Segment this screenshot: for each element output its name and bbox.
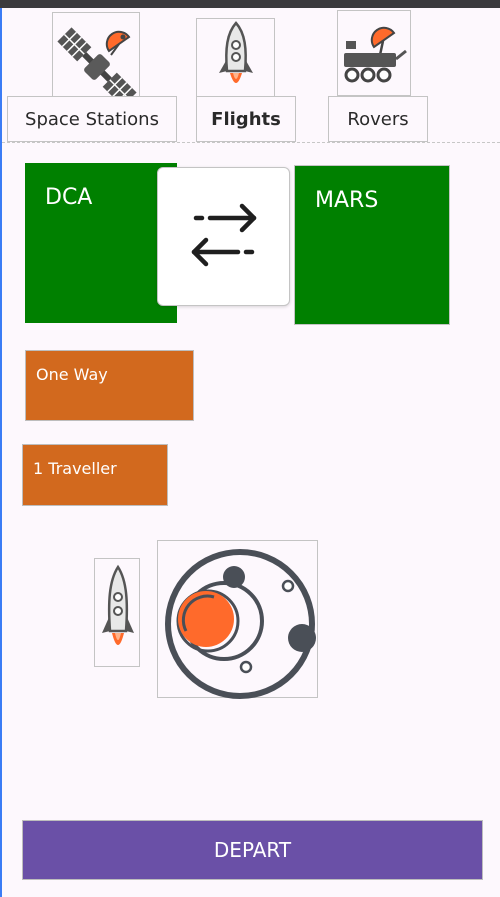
tab-space-stations-label: Space Stations (25, 108, 159, 130)
depart-label: DEPART (213, 838, 292, 862)
tab-rovers-label: Rovers (347, 108, 409, 130)
traveller-label: 1 Traveller (33, 459, 117, 478)
status-bar (0, 0, 500, 8)
swap-arrows-icon (191, 203, 257, 267)
trip-type-label: One Way (36, 365, 108, 384)
planet-orbit-icon (165, 549, 316, 699)
rocket-illustration (94, 558, 140, 667)
origin-tile[interactable]: DCA (25, 163, 177, 323)
origin-code: DCA (45, 185, 93, 210)
planet-illustration (157, 540, 318, 699)
satellite-icon (57, 27, 137, 107)
tab-divider (2, 142, 500, 143)
tab-space-stations[interactable] (52, 12, 140, 116)
window-edge (0, 8, 2, 897)
depart-button[interactable]: DEPART (22, 820, 483, 880)
rover-icon (344, 26, 407, 83)
traveller-selector[interactable]: 1 Traveller (22, 444, 168, 506)
tab-flights-label: Flights (211, 108, 281, 130)
destination-code: MARS (315, 188, 379, 213)
tab-rovers-label-box[interactable]: Rovers (328, 96, 428, 142)
swap-button[interactable] (157, 167, 290, 306)
rocket-icon (102, 564, 134, 645)
tab-space-stations-label-box[interactable]: Space Stations (7, 96, 177, 142)
rocket-icon (219, 21, 253, 83)
destination-tile[interactable]: MARS (294, 165, 450, 325)
tab-flights[interactable] (196, 18, 275, 98)
trip-type-selector[interactable]: One Way (25, 350, 194, 421)
tab-rovers[interactable] (337, 10, 411, 96)
tab-flights-label-box[interactable]: Flights (196, 96, 296, 142)
